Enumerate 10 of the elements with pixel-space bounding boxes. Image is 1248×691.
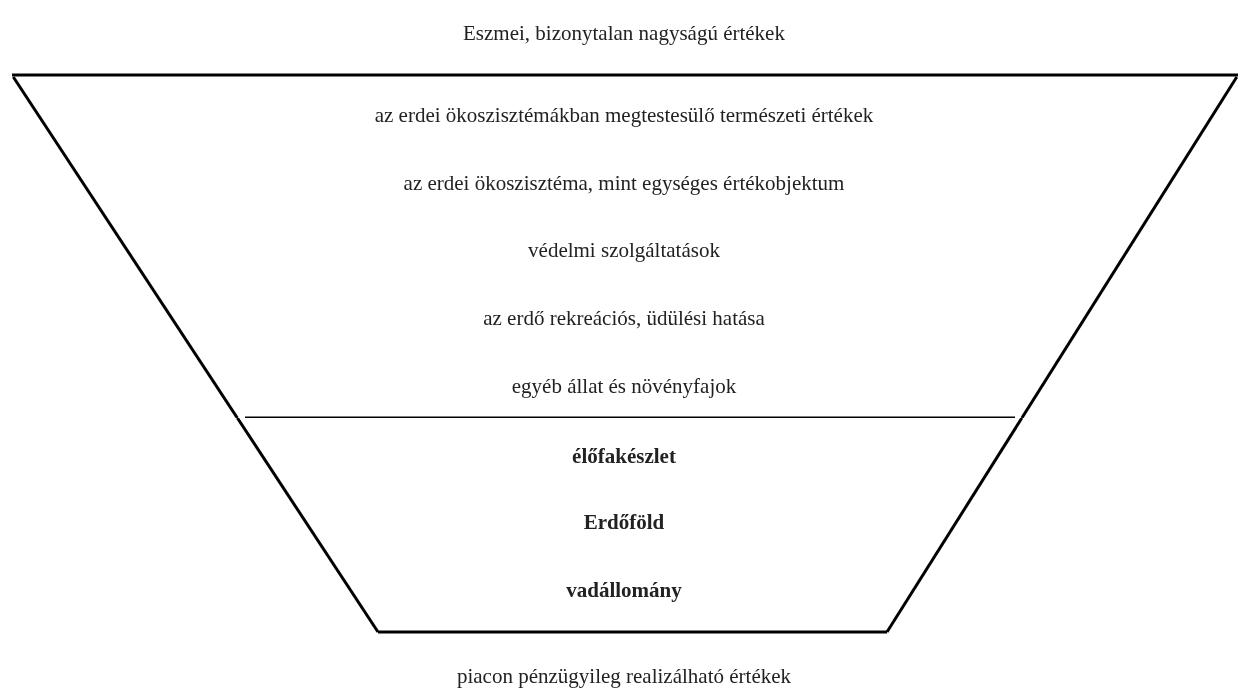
band-item-text: egyéb állat és növényfajok	[510, 373, 738, 399]
band-item-text: az erdei ökoszisztémákban megtestesülő természeti értékek	[373, 102, 875, 128]
band-item-text: élőfakészlet	[571, 443, 677, 469]
diagram-title: Eszmei, bizonytalan nagyságú értékek	[462, 20, 786, 46]
band-item-text: vadállomány	[565, 577, 683, 603]
band-item-text: az erdő rekreációs, üdülési hatása	[482, 305, 766, 331]
diagram-caption: piacon pénzügyileg realizálható értékek	[455, 663, 793, 689]
band-item-text: védelmi szolgáltatások	[527, 237, 721, 263]
band-item-text: Erdőföld	[582, 509, 666, 535]
band-item-text: az erdei ökoszisztéma, mint egységes értékobjektum	[402, 170, 846, 196]
